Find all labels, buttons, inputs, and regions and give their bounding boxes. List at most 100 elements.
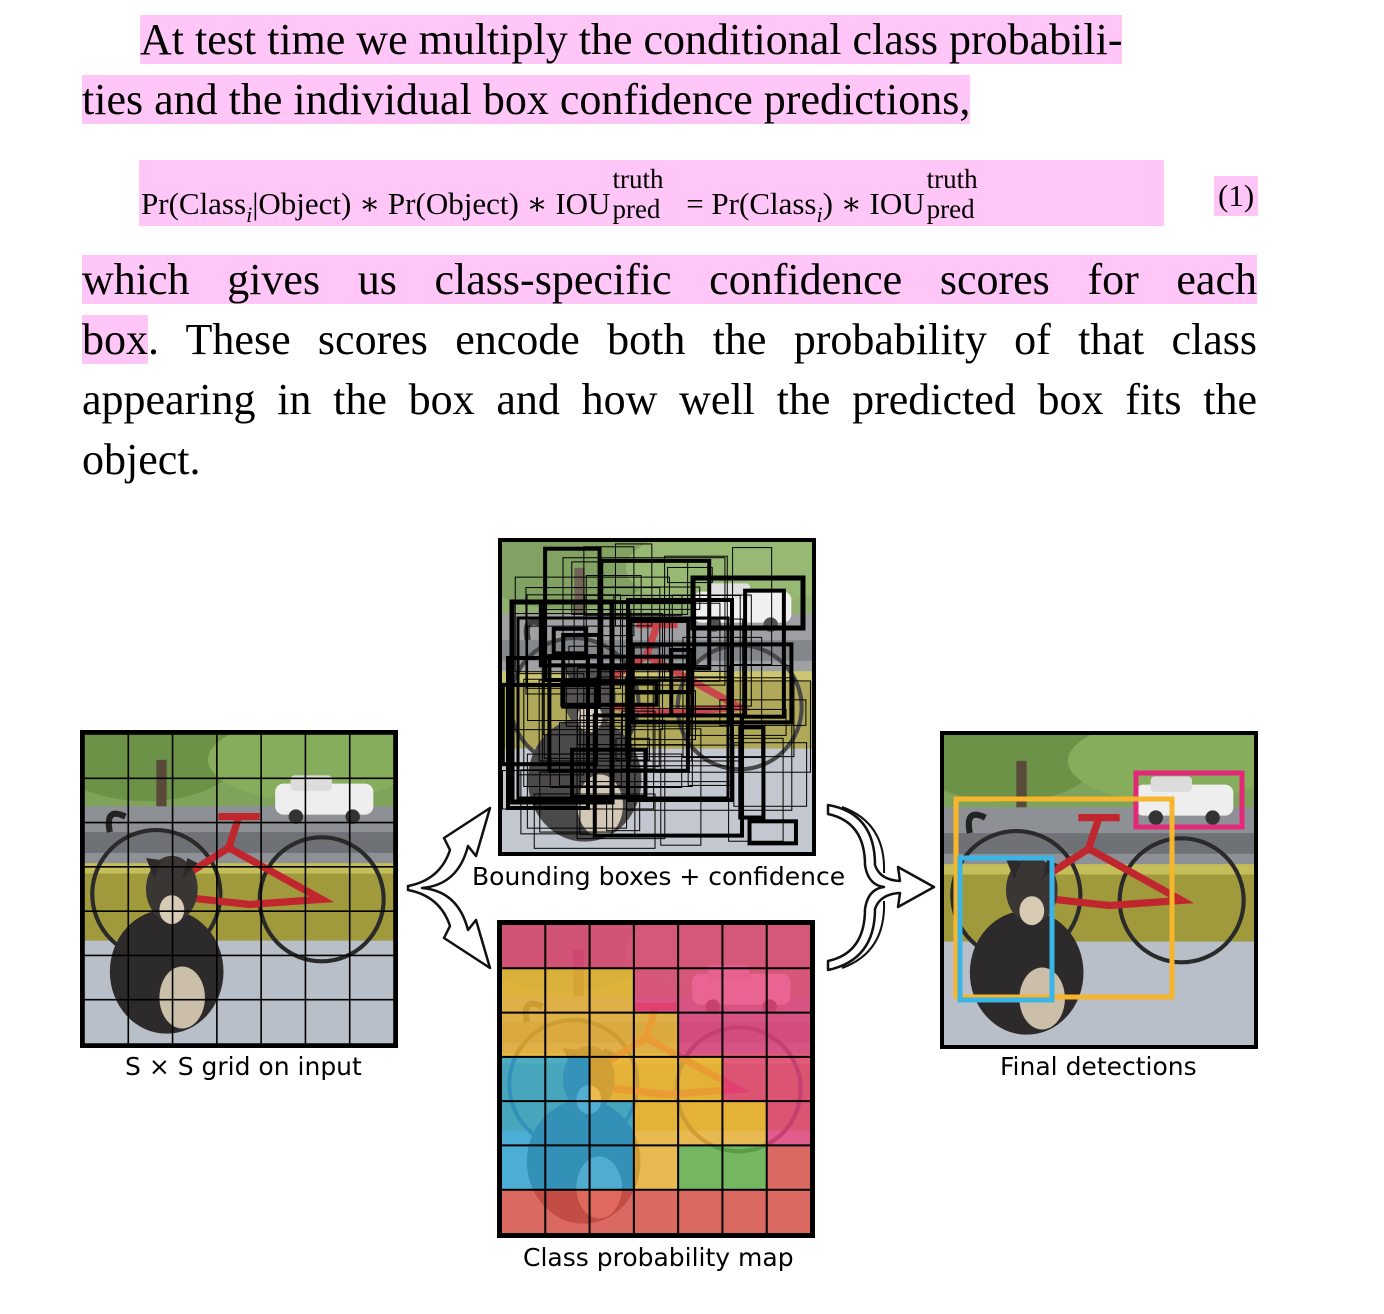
caption-input-grid: S × S grid on input xyxy=(125,1052,362,1081)
caption-bounding-boxes: Bounding boxes + confidence xyxy=(472,862,846,891)
class-cell-yellow xyxy=(633,1012,679,1057)
class-cell-red xyxy=(633,1189,679,1234)
class-cell-yellow xyxy=(722,1101,767,1146)
class-cell-blue xyxy=(545,1056,590,1102)
split-arrow xyxy=(406,806,492,970)
arrow-shape xyxy=(406,806,492,970)
eq-term: |Object) ∗ Pr(Object) ∗ IOU xyxy=(252,186,611,221)
class-cell-pink xyxy=(722,924,767,969)
predicted-box-strong xyxy=(516,616,730,800)
paragraph-2-line-4: object. xyxy=(82,430,201,490)
eq-superscript: truth xyxy=(926,164,978,194)
predicted-box xyxy=(592,713,745,838)
class-cell-pink xyxy=(678,924,723,969)
class-cell-red xyxy=(722,1189,767,1234)
class-cell-yellow xyxy=(545,968,590,1013)
arrow-inner-line xyxy=(841,806,886,874)
class-cell-pink xyxy=(766,1056,811,1102)
paragraph-2-line-1: which gives us class-specific confidence… xyxy=(82,250,1257,310)
predicted-box-strong xyxy=(690,575,806,631)
predicted-box xyxy=(523,678,693,787)
class-cell-pink xyxy=(722,1056,767,1102)
predicted-box xyxy=(667,566,713,584)
predicted-box xyxy=(606,795,641,832)
paragraph-2-line-3: appearing in the box and how well the pr… xyxy=(82,370,1257,430)
class-cell-blue xyxy=(589,1101,634,1146)
class-cell-blue xyxy=(545,1145,590,1190)
predicted-box-strong xyxy=(506,656,590,810)
class-cells xyxy=(501,924,811,1234)
detection-box-dog xyxy=(957,855,1055,1003)
class-cell-pink xyxy=(589,924,634,969)
class-cell-yellow xyxy=(633,1056,679,1102)
eq-term: ) ∗ IOU xyxy=(822,186,925,221)
class-cell-blue xyxy=(589,1145,634,1190)
predicted-box xyxy=(660,728,702,846)
highlight-span: box xyxy=(82,315,148,364)
class-probability-panel xyxy=(497,920,815,1238)
predicted-box xyxy=(743,588,786,719)
class-cell-pink xyxy=(633,968,679,1013)
eq-subscript: i xyxy=(246,202,253,227)
paragraph-text: appearing in the box and how well the pr… xyxy=(82,375,1257,424)
predicted-box xyxy=(599,558,712,671)
class-cell-yellow xyxy=(678,1101,723,1146)
class-cell-pink xyxy=(545,924,590,969)
predicted-box xyxy=(621,710,656,770)
predicted-box xyxy=(682,636,763,758)
class-cell-pink xyxy=(678,968,723,1013)
class-cell-yellow xyxy=(589,968,634,1013)
class-cell-pink xyxy=(678,1012,723,1057)
arrow-inner-line xyxy=(841,900,886,969)
detection-box-bicycle xyxy=(953,796,1175,1000)
highlight-span: which gives us class-specific confidence… xyxy=(82,255,1257,304)
class-cell-red xyxy=(545,1189,590,1234)
final-detections-panel xyxy=(940,731,1258,1049)
highlight-span: ties and the individual box confidence p… xyxy=(82,75,971,124)
predicted-box xyxy=(629,647,660,768)
class-cell-red xyxy=(589,1189,634,1234)
highlight-span: At test time we multiply the conditional… xyxy=(140,15,1123,64)
class-cell-yellow xyxy=(501,1012,546,1057)
eq-subscript: i xyxy=(816,202,823,227)
class-cell-red xyxy=(501,1189,546,1234)
eq-superscript: truth xyxy=(612,164,664,194)
class-cell-pink xyxy=(722,1012,767,1057)
class-cell-red xyxy=(766,1189,811,1234)
paragraph-1-line-1: At test time we multiply the conditional… xyxy=(140,10,1123,70)
class-cell-yellow xyxy=(633,1101,679,1146)
class-cell-pink xyxy=(766,924,811,969)
predicted-box xyxy=(526,594,622,689)
class-cell-pink xyxy=(722,968,767,1013)
class-cell-red xyxy=(766,1145,811,1190)
class-cell-green xyxy=(722,1145,767,1190)
class-cell-red xyxy=(678,1189,723,1234)
class-cell-yellow xyxy=(545,1012,590,1057)
arrow-shape xyxy=(826,803,936,972)
class-cell-blue xyxy=(501,1101,546,1146)
predicted-box xyxy=(525,587,661,695)
paragraph-text: . These scores encode both the probabili… xyxy=(148,315,1257,364)
class-cell-pink xyxy=(501,924,546,969)
eq-subscript: pred xyxy=(926,194,975,224)
eq-term: = Pr(Class xyxy=(678,186,817,221)
paragraph-text: object. xyxy=(82,435,201,484)
predicted-box-strong xyxy=(509,599,615,805)
paragraph-1-line-2: ties and the individual box confidence p… xyxy=(82,70,971,130)
predicted-box xyxy=(562,557,726,686)
bounding-boxes-panel xyxy=(498,538,816,856)
eq-term: Pr(Class xyxy=(141,186,247,221)
paragraph-2-line-2: box. These scores encode both the probab… xyxy=(82,310,1257,370)
predicted-box xyxy=(747,819,798,846)
predicted-box xyxy=(551,626,589,656)
grid-lines xyxy=(500,923,812,1235)
input-grid-panel xyxy=(80,730,398,1048)
grid-lines xyxy=(83,733,395,1045)
predicted-box-strong xyxy=(626,598,734,802)
class-cell-yellow xyxy=(589,1056,634,1102)
caption-final-detections: Final detections xyxy=(1000,1052,1197,1081)
predicted-box xyxy=(538,600,697,668)
